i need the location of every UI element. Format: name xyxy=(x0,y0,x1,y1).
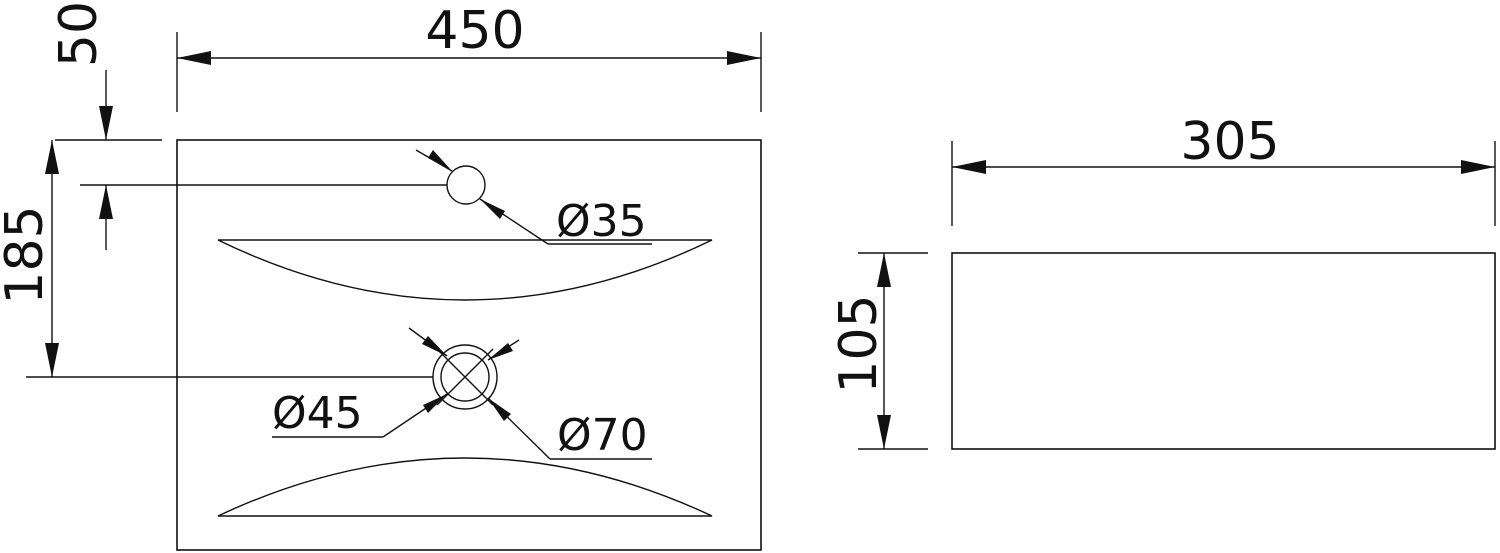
leader-d70: Ø70 xyxy=(487,339,652,461)
dim-305: 305 xyxy=(951,112,1496,226)
drain-cross-line xyxy=(436,348,494,406)
drain-inner-ring xyxy=(440,352,490,402)
bowl-upper-curve xyxy=(217,239,713,301)
leader-d45: Ø45 xyxy=(272,327,448,439)
basin-outline xyxy=(176,139,762,551)
arrow-head xyxy=(480,199,505,219)
arrow-head xyxy=(488,398,511,421)
arrow-head xyxy=(877,415,891,449)
top-view xyxy=(176,139,762,551)
arrow-head xyxy=(952,160,986,174)
tap-hole xyxy=(446,165,486,205)
arrow-head xyxy=(99,185,113,219)
dim-label-305: 305 xyxy=(1180,112,1279,172)
bowl-lower-curve xyxy=(217,457,713,517)
arrow-head xyxy=(45,140,59,174)
arrow-head xyxy=(877,253,891,287)
dim-label-d35: Ø35 xyxy=(556,196,647,247)
side-view xyxy=(951,252,1496,450)
dim-450: 450 xyxy=(176,1,762,112)
dim-label-185: 185 xyxy=(0,205,55,304)
arrow-head xyxy=(488,343,513,360)
arrow-head xyxy=(177,51,211,65)
arrow-head xyxy=(727,51,761,65)
arrow-head xyxy=(422,336,447,356)
side-outline xyxy=(951,252,1496,450)
dim-label-105: 105 xyxy=(829,294,889,393)
dim-label-d45: Ø45 xyxy=(272,388,363,439)
arrow-head xyxy=(423,394,447,413)
arrow-head xyxy=(99,106,113,140)
arrow-head xyxy=(1461,160,1495,174)
dim-105: 105 xyxy=(829,252,928,450)
dim-label-50: 50 xyxy=(49,1,109,67)
dim-50: 50 xyxy=(49,1,447,250)
arrow-head xyxy=(428,150,452,171)
arrow-head xyxy=(45,343,59,377)
leader-d35: Ø35 xyxy=(415,149,652,247)
dim-185: 185 xyxy=(0,140,433,378)
dim-label-d70: Ø70 xyxy=(557,410,648,461)
dim-label-450: 450 xyxy=(425,1,524,61)
